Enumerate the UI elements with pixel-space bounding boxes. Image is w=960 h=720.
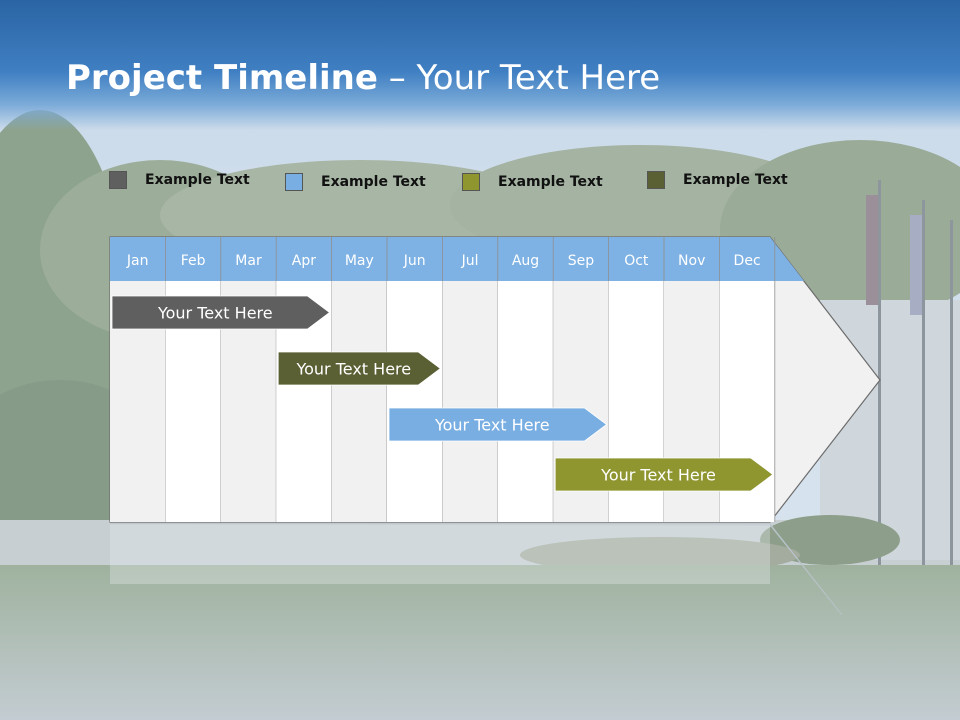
month-column bbox=[331, 281, 387, 522]
month-label: Jan bbox=[126, 253, 149, 269]
month-label: Oct bbox=[624, 253, 649, 269]
task-bar bbox=[388, 407, 608, 442]
month-column bbox=[387, 281, 443, 522]
legend-item-1: Example Text bbox=[109, 170, 250, 190]
task-label: Your Text Here bbox=[295, 360, 411, 379]
task-label: Your Text Here bbox=[600, 466, 716, 485]
month-label: Nov bbox=[678, 253, 705, 269]
arrow-reflection bbox=[109, 523, 843, 616]
task-bar bbox=[554, 457, 774, 492]
legend-item-3: Example Text bbox=[462, 172, 603, 192]
legend-label-1: Example Text bbox=[145, 172, 250, 188]
task-bar bbox=[277, 351, 442, 386]
timeline-reflection bbox=[110, 524, 770, 584]
month-column bbox=[442, 281, 498, 522]
month-labels: Jan Feb Mar Apr May Jun Jul Aug Sep Oct Nov Dec bbox=[126, 253, 761, 269]
task-bar bbox=[111, 295, 331, 330]
month-label: Aug bbox=[512, 253, 539, 269]
month-label: Feb bbox=[181, 253, 206, 269]
legend-swatch-3 bbox=[462, 173, 480, 191]
month-columns bbox=[110, 237, 776, 522]
month-label: Dec bbox=[734, 253, 761, 269]
month-label: Sep bbox=[568, 253, 595, 269]
task-label: Your Text Here bbox=[434, 416, 550, 435]
legend-item-4: Example Text bbox=[647, 170, 788, 190]
month-label: Apr bbox=[292, 253, 316, 269]
month-label: May bbox=[345, 253, 374, 269]
task-label: Your Text Here bbox=[157, 304, 273, 323]
month-band bbox=[110, 237, 804, 281]
month-label: Jul bbox=[461, 253, 479, 269]
title-rest: – Your Text Here bbox=[377, 58, 661, 98]
legend-swatch-2 bbox=[285, 173, 303, 191]
header-band bbox=[0, 0, 960, 130]
legend-label-4: Example Text bbox=[683, 172, 788, 188]
title-bold: Project Timeline bbox=[66, 58, 378, 98]
month-label: Jun bbox=[403, 253, 426, 269]
month-label: Mar bbox=[235, 253, 262, 269]
month-column bbox=[497, 281, 554, 522]
legend-label-3: Example Text bbox=[498, 174, 603, 190]
page-title: Project Timeline – Your Text Here bbox=[66, 58, 660, 98]
legend-swatch-4 bbox=[647, 171, 665, 189]
legend-item-2: Example Text bbox=[285, 172, 426, 192]
legend-swatch-1 bbox=[109, 171, 127, 189]
legend-label-2: Example Text bbox=[321, 174, 426, 190]
